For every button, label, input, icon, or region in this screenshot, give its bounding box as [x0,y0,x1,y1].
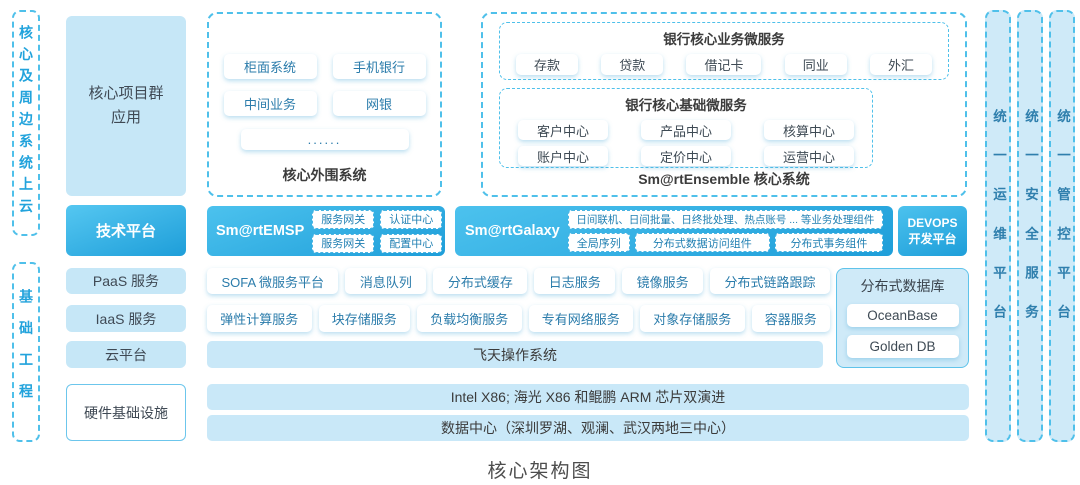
business-buttons-row: 存款 贷款 借记卡 同业 外汇 [500,54,948,75]
paas-label-box: PaaS 服务 [66,268,186,294]
feitian-os-bar: 飞天操作系统 [207,341,823,368]
galaxy-label: Sm@rtGalaxy [465,223,560,239]
paas-services-row: SOFA 微服务平台 消息队列 分布式缓存 日志服务 镜像服务 分布式链路跟踪 [207,268,830,294]
peripheral-systems-box: 柜面系统 手机银行 中间业务 网银 ...... 核心外围系统 [207,12,442,197]
hardware-label-box: 硬件基础设施 [66,384,186,441]
data-center-bar: 数据中心（深圳罗湖、观澜、武汉两地三中心） [207,415,969,441]
ensemble-core-box: 银行核心业务微服务 存款 贷款 借记卡 同业 外汇 银行核心基础微服务 客户中心… [481,12,967,197]
node-object-storage: 对象存储服务 [640,305,745,332]
right-rail-security-service: 统一安全服务 [1017,10,1043,442]
emsp-buttons-grid: 服务网关 认证中心 服务网关 配置中心 [312,209,443,253]
distributed-database-title: 分布式数据库 [860,278,945,294]
right-rail-governance-platform-label: 统一管控平台 [1055,108,1070,344]
node-mobile-banking: 手机银行 [332,54,426,79]
peripheral-systems-label: 核心外围系统 [282,167,367,183]
node-distributed-tracing: 分布式链路跟踪 [710,268,830,294]
node-interbank: 同业 [784,54,847,75]
galaxy-components-row-2: 全局序列 分布式数据访问组件 分布式事务组件 [567,233,883,252]
base-buttons-row-2: 账户中心 定价中心 运营中心 [500,146,872,166]
node-loan: 贷款 [601,54,664,75]
node-service-gateway-1: 服务网关 [312,209,375,229]
peripheral-buttons-grid: 柜面系统 手机银行 中间业务 网银 [223,54,426,116]
base-buttons-row-1: 客户中心 产品中心 核算中心 [500,120,872,140]
right-rail-security-service-label: 统一安全服务 [1023,108,1038,344]
left-rail-infrastructure: 基础工程 [12,262,40,442]
node-operation-center: 运营中心 [764,146,854,166]
node-accounting-center: 核算中心 [764,120,854,140]
node-image-service: 镜像服务 [622,268,704,294]
iaas-services-row: 弹性计算服务 块存储服务 负载均衡服务 专有网络服务 对象存储服务 容器服务 [207,305,830,332]
cloud-label-box: 云平台 [66,341,186,368]
node-elastic-compute: 弹性计算服务 [207,305,312,332]
paas-label: PaaS 服务 [92,273,160,289]
devops-label-line1: DEVOPS [907,215,958,230]
left-rail-infrastructure-label: 基础工程 [18,289,34,415]
business-microservices-title: 银行核心业务微服务 [663,32,785,47]
left-rail-core-cloud: 核心及周边系统上云 [12,10,40,236]
iaas-label-box: IaaS 服务 [66,305,186,332]
galaxy-components: 日间联机、日间批量、日终批处理、热点账号 ... 等业务处理组件 全局序列 分布… [567,210,883,252]
right-rail-ops-platform-label: 统一运维平台 [991,108,1006,344]
node-config-center: 配置中心 [380,233,443,253]
node-counter-system: 柜面系统 [223,54,317,79]
right-rail-governance-platform: 统一管控平台 [1049,10,1075,442]
iaas-label: IaaS 服务 [95,310,157,327]
app-group-box: 核心项目群应用 [66,16,186,196]
app-group-label: 核心项目群应用 [88,85,164,126]
node-global-sequence: 全局序列 [567,233,630,252]
emsp-band: Sm@rtEMSP 服务网关 认证中心 服务网关 配置中心 [207,206,445,256]
node-deposit: 存款 [516,54,579,75]
devops-band: DEVOPS 开发平台 [898,206,967,256]
chip-evolution-bar: Intel X86; 海光 X86 和鲲鹏 ARM 芯片双演进 [207,384,969,410]
node-pricing-center: 定价中心 [641,146,731,166]
node-product-center: 产品中心 [641,120,731,140]
node-distributed-cache: 分布式缓存 [433,268,528,294]
node-distributed-transaction: 分布式事务组件 [774,233,883,252]
node-more-ellipsis: ...... [240,129,409,150]
tech-platform-label: 技术平台 [95,223,156,240]
node-debit-card: 借记卡 [686,54,762,75]
node-goldendb: Golden DB [846,335,959,358]
right-rail-ops-platform: 统一运维平台 [985,10,1011,442]
galaxy-band: Sm@rtGalaxy 日间联机、日间批量、日终批处理、热点账号 ... 等业务… [455,206,893,256]
node-container-service: 容器服务 [751,305,830,332]
node-message-queue: 消息队列 [345,268,427,294]
base-microservices-title: 银行核心基础微服务 [625,98,747,113]
node-block-storage: 块存储服务 [318,305,410,332]
node-account-center: 账户中心 [518,146,608,166]
node-load-balancer: 负载均衡服务 [417,305,522,332]
node-online-banking: 网银 [332,91,426,116]
diagram-title: 核心架构图 [487,461,593,482]
left-rail-core-cloud-label: 核心及周边系统上云 [18,25,34,221]
node-auth-center: 认证中心 [380,209,443,229]
node-distributed-data-access: 分布式数据访问组件 [634,233,770,252]
node-customer-center: 客户中心 [518,120,608,140]
node-oceanbase: OceanBase [846,304,959,327]
node-forex: 外汇 [869,54,932,75]
node-log-service: 日志服务 [534,268,616,294]
hardware-label: 硬件基础设施 [84,404,168,421]
tech-platform-box: 技术平台 [66,205,186,256]
emsp-label: Sm@rtEMSP [216,223,305,239]
base-microservices-box: 银行核心基础微服务 客户中心 产品中心 核算中心 账户中心 定价中心 运营中心 [499,88,873,168]
distributed-database-box: 分布式数据库 OceanBase Golden DB [836,268,969,368]
node-service-gateway-2: 服务网关 [312,233,375,253]
devops-label-line2: 开发平台 [908,232,957,246]
node-private-network: 专有网络服务 [528,305,633,332]
node-intermediate-business: 中间业务 [223,91,317,116]
business-microservices-box: 银行核心业务微服务 存款 贷款 借记卡 同业 外汇 [499,22,949,80]
ensemble-core-label: Sm@rtEnsemble 核心系统 [638,171,810,187]
node-batch-processing-components: 日间联机、日间批量、日终批处理、热点账号 ... 等业务处理组件 [567,210,883,229]
node-sofa-platform: SOFA 微服务平台 [207,268,339,294]
cloud-label: 云平台 [105,346,147,363]
